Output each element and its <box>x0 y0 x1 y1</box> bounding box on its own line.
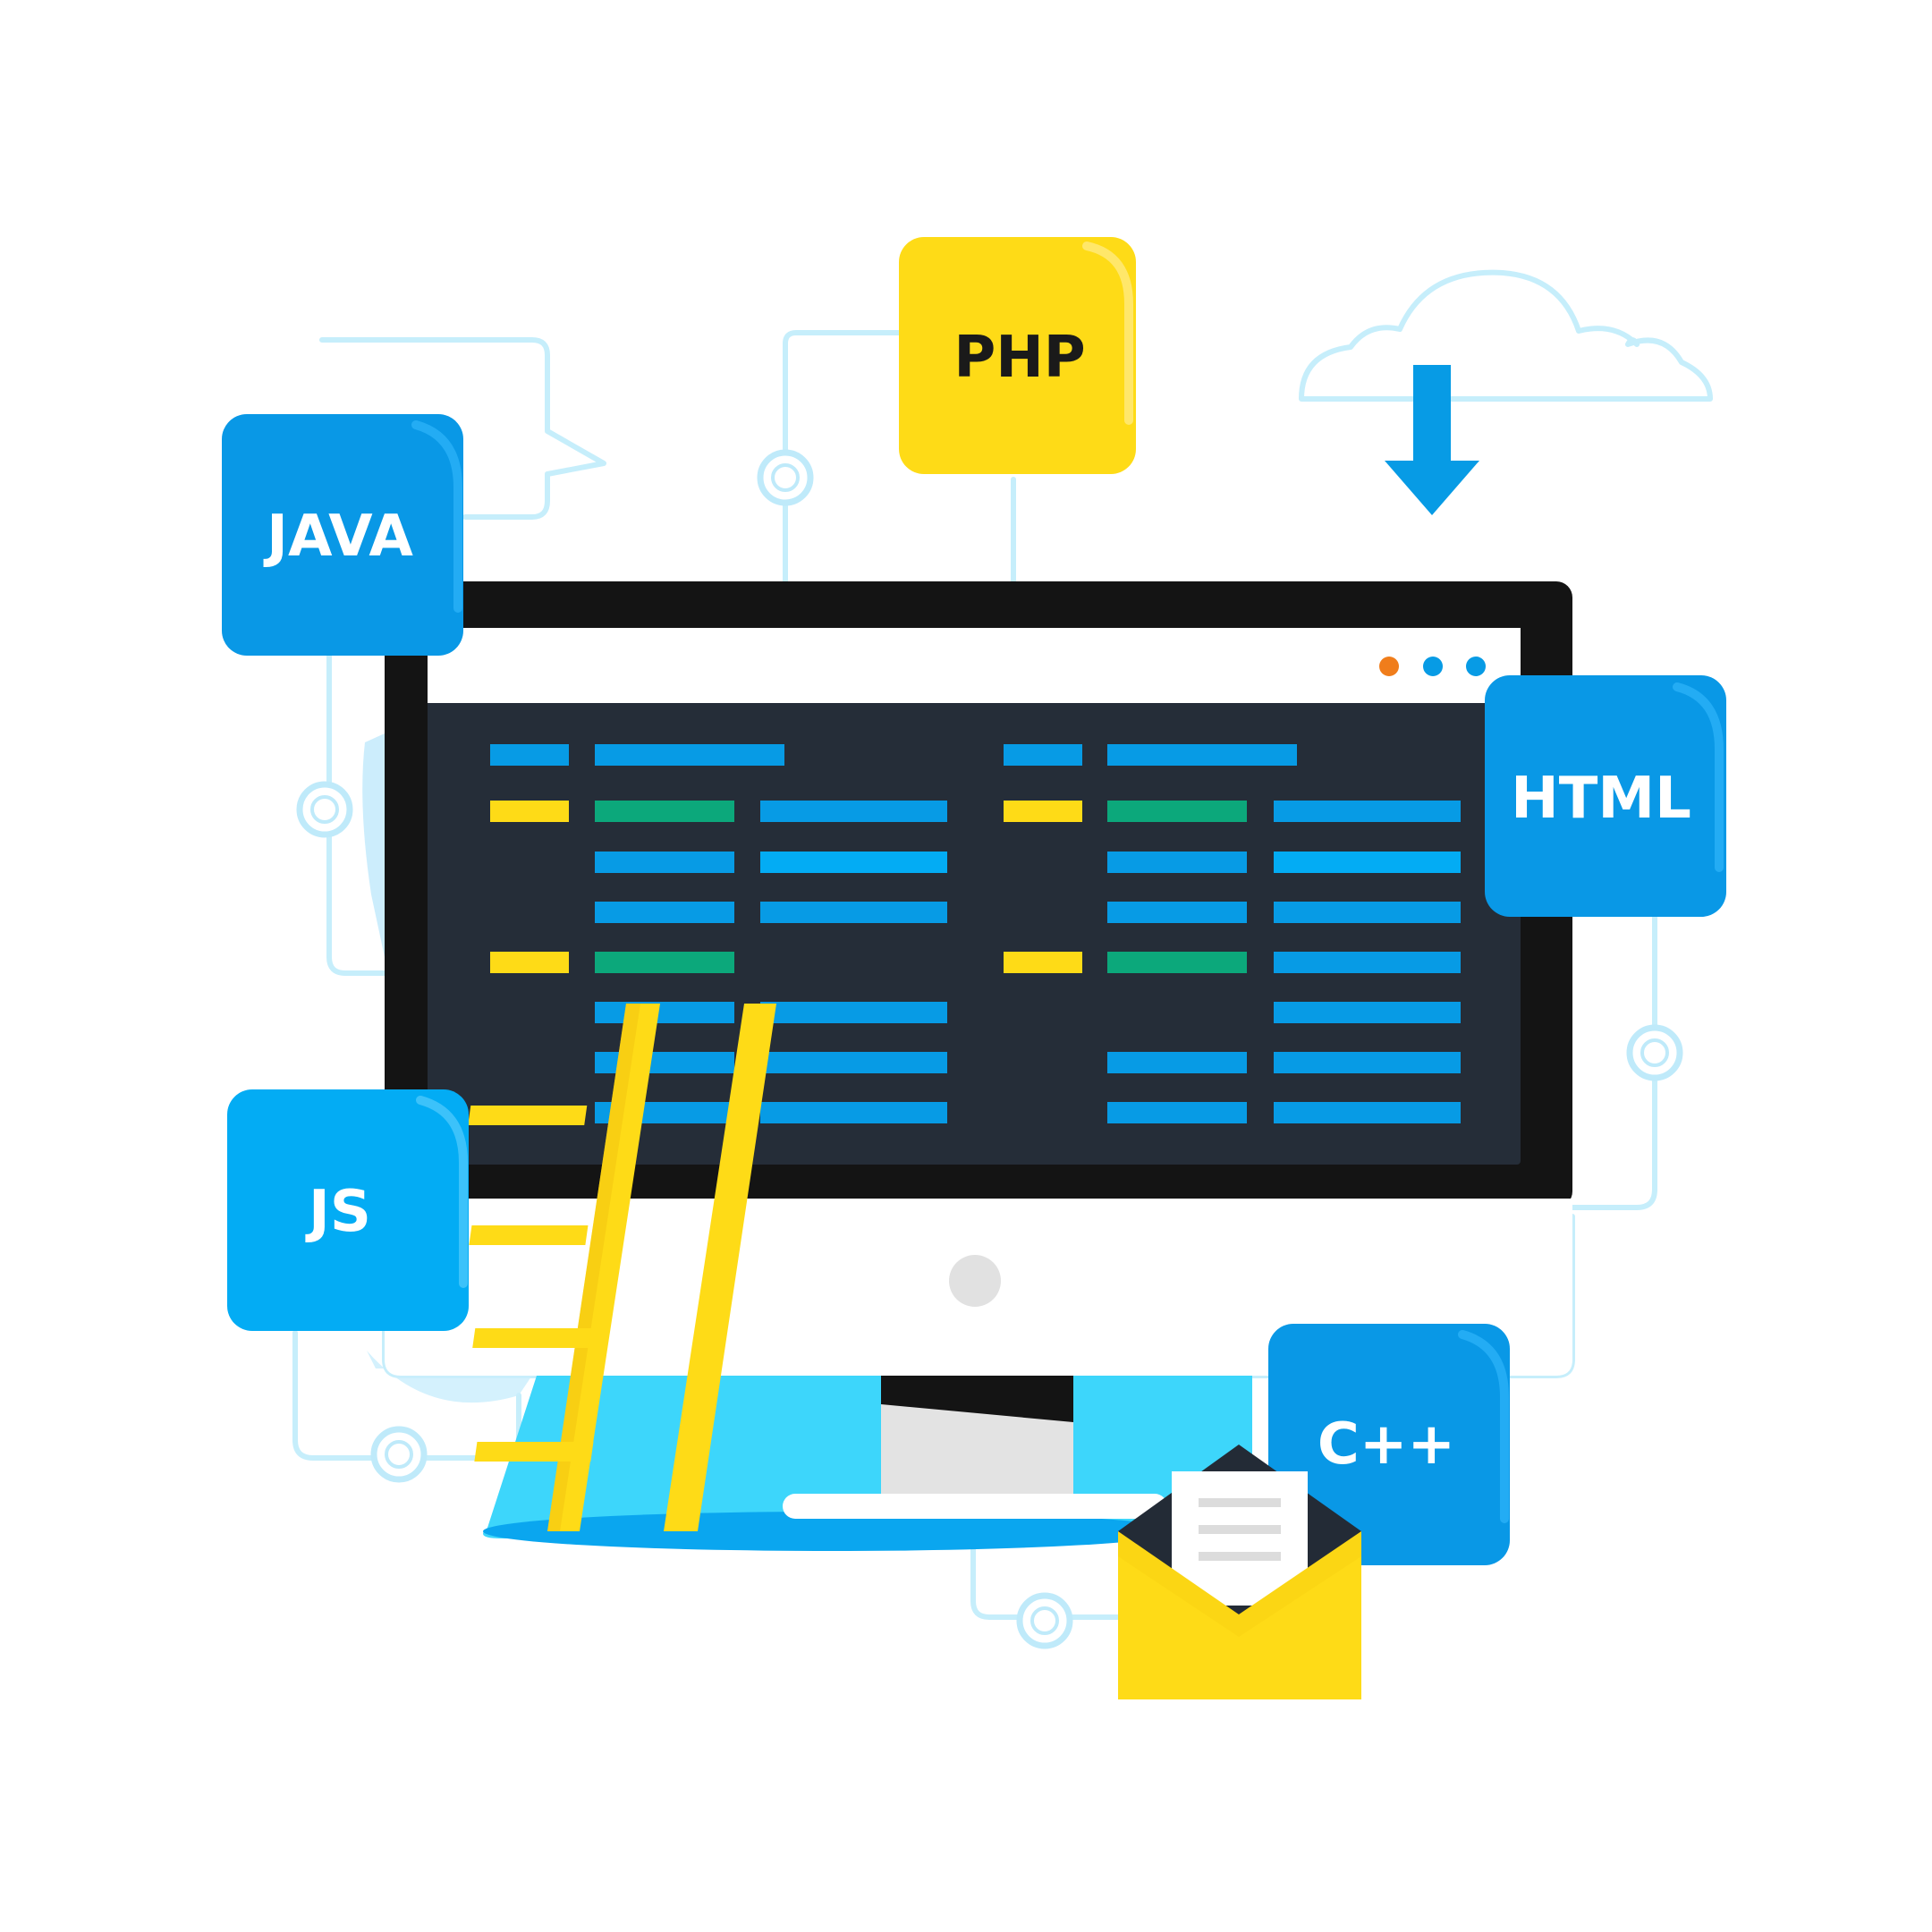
monitor-icon <box>385 581 1572 1551</box>
circuit-node <box>296 781 353 838</box>
window-dot-blue <box>1423 657 1443 676</box>
glow-accent <box>367 1351 537 1403</box>
window-title-bar <box>428 628 1521 703</box>
circuit-node <box>370 1426 428 1483</box>
screen <box>428 628 1521 1165</box>
glow-accent <box>362 733 385 957</box>
circuit-nodes <box>296 449 1683 1649</box>
circuit-node <box>757 449 814 506</box>
tile-php-label: PHP <box>953 325 1085 391</box>
envelope-icon <box>1118 1445 1361 1699</box>
tile-java: JAVA <box>222 414 463 656</box>
tile-js: JS <box>227 1089 469 1331</box>
ladder-icon <box>468 1004 776 1531</box>
code-lines-left <box>490 744 947 1123</box>
tile-html: HTML <box>1485 675 1726 917</box>
tile-cpp: C++ <box>1268 1324 1510 1565</box>
circuit-node <box>1016 1592 1073 1649</box>
tile-js-label: JS <box>305 1179 371 1245</box>
window-dot-orange <box>1379 657 1399 676</box>
tile-cpp-label: C++ <box>1318 1411 1455 1478</box>
monitor-camera <box>949 1255 1001 1307</box>
code-lines-right <box>1004 744 1461 1123</box>
cloud-download-icon <box>1299 269 1713 515</box>
tile-php: PHP <box>899 237 1136 474</box>
tile-java-label: JAVA <box>263 504 413 570</box>
speech-bubble-icon <box>319 337 606 520</box>
tile-html-label: HTML <box>1511 766 1691 832</box>
window-dot-blue <box>1466 657 1486 676</box>
circuit-node <box>1626 1024 1683 1081</box>
